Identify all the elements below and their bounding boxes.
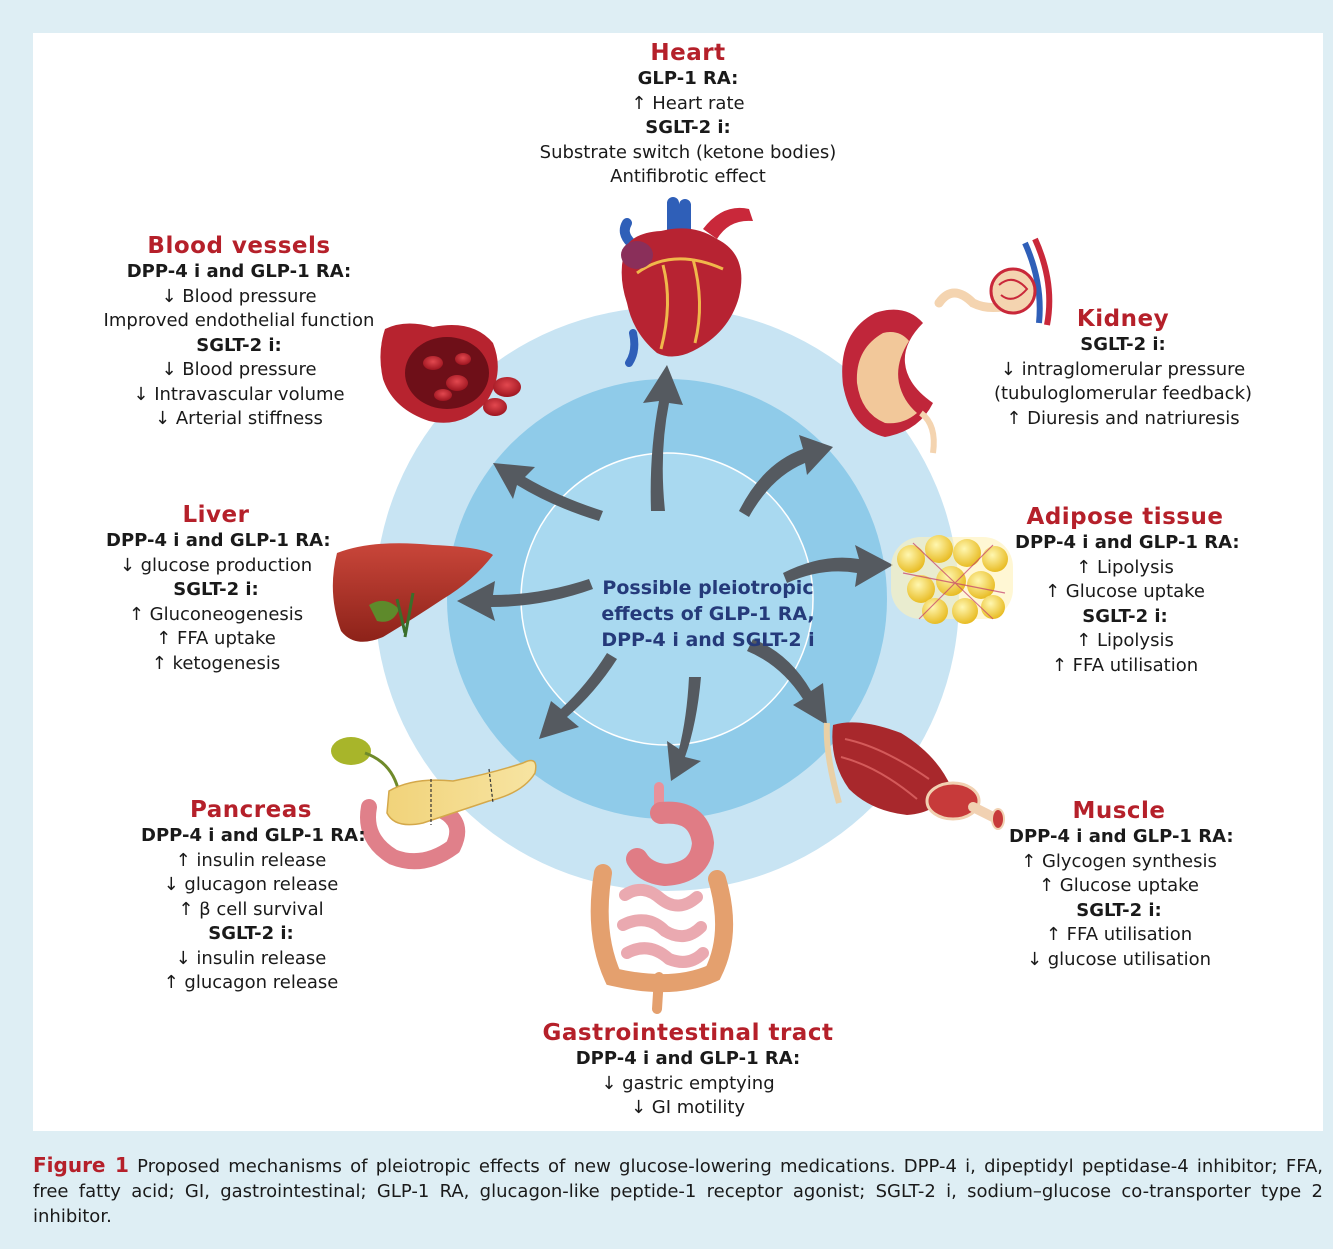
effect-line: ↑ Gluconeogenesis bbox=[106, 603, 326, 628]
effect-line: ↑ FFA utilisation bbox=[1009, 923, 1229, 948]
effect-line: ↓ glucagon release bbox=[141, 873, 361, 898]
drug-class-label: DPP-4 i and GLP-1 RA: bbox=[106, 529, 326, 554]
drug-class-label: SGLT-2 i: bbox=[106, 578, 326, 603]
caption-text: Proposed mechanisms of pleiotropic effec… bbox=[33, 1156, 1323, 1227]
effect-line: ↑ Lipolysis bbox=[1015, 556, 1235, 581]
effect-line: ↑ FFA utilisation bbox=[1015, 654, 1235, 679]
effect-line: ↑ β cell survival bbox=[141, 898, 361, 923]
effect-line: ↓ gastric emptying bbox=[533, 1072, 843, 1097]
center-line: effects of GLP-1 RA, bbox=[593, 601, 823, 627]
drug-class-label: SGLT-2 i: bbox=[99, 334, 379, 359]
effect-line: ↓ glucose utilisation bbox=[1009, 948, 1229, 973]
kidney-title: Kidney bbox=[988, 305, 1258, 333]
effect-line: Substrate switch (ketone bodies) bbox=[538, 141, 838, 166]
figure-caption: Figure 1 Proposed mechanisms of pleiotro… bbox=[33, 1153, 1323, 1229]
drug-class-label: SGLT-2 i: bbox=[1009, 899, 1229, 924]
drug-class-label: GLP-1 RA: bbox=[538, 67, 838, 92]
adipose-title: Adipose tissue bbox=[1015, 503, 1235, 531]
center-line: Possible pleiotropic bbox=[593, 575, 823, 601]
center-line: DPP-4 i and SGLT-2 i bbox=[593, 627, 823, 653]
center-label: Possible pleiotropic effects of GLP-1 RA… bbox=[593, 575, 823, 653]
heart-title: Heart bbox=[538, 39, 838, 67]
drug-class-label: SGLT-2 i: bbox=[141, 922, 361, 947]
effect-line: ↓ intraglomerular pressure bbox=[988, 358, 1258, 383]
pancreas-title: Pancreas bbox=[141, 796, 361, 824]
drug-class-label: SGLT-2 i: bbox=[1015, 605, 1235, 630]
effect-line: ↑ Lipolysis bbox=[1015, 629, 1235, 654]
caption-label: Figure 1 bbox=[33, 1153, 129, 1177]
effect-line: ↓ Arterial stiffness bbox=[99, 407, 379, 432]
drug-class-label: DPP-4 i and GLP-1 RA: bbox=[1009, 825, 1229, 850]
effect-line: ↑ Glucose uptake bbox=[1015, 580, 1235, 605]
drug-class-label: SGLT-2 i: bbox=[988, 333, 1258, 358]
drug-class-label: DPP-4 i and GLP-1 RA: bbox=[1015, 531, 1235, 556]
effect-line: ↑ Heart rate bbox=[538, 92, 838, 117]
effect-line: ↑ Diuresis and natriuresis bbox=[988, 407, 1258, 432]
adipose-illustration bbox=[891, 535, 1013, 624]
drug-class-label: DPP-4 i and GLP-1 RA: bbox=[141, 824, 361, 849]
effect-line: ↑ glucagon release bbox=[141, 971, 361, 996]
effect-line: ↑ ketogenesis bbox=[106, 652, 326, 677]
effect-line: (tubuloglomerular feedback) bbox=[988, 382, 1258, 407]
drug-class-label: DPP-4 i and GLP-1 RA: bbox=[99, 260, 379, 285]
effect-line: ↓ Blood pressure bbox=[99, 285, 379, 310]
effect-line: ↓ GI motility bbox=[533, 1096, 843, 1121]
effect-line: Improved endothelial function bbox=[99, 309, 379, 334]
effect-line: ↑ FFA uptake bbox=[106, 627, 326, 652]
effect-line: ↓ glucose production bbox=[106, 554, 326, 579]
liver-title: Liver bbox=[106, 501, 326, 529]
effect-line: Antifibrotic effect bbox=[538, 165, 838, 190]
effect-line: ↑ Glucose uptake bbox=[1009, 874, 1229, 899]
effect-line: ↓ Blood pressure bbox=[99, 358, 379, 383]
drug-class-label: SGLT-2 i: bbox=[538, 116, 838, 141]
effect-line: ↓ insulin release bbox=[141, 947, 361, 972]
effect-line: ↓ Intravascular volume bbox=[99, 383, 379, 408]
drug-class-label: DPP-4 i and GLP-1 RA: bbox=[533, 1047, 843, 1072]
muscle-title: Muscle bbox=[1009, 797, 1229, 825]
effect-line: ↑ Glycogen synthesis bbox=[1009, 850, 1229, 875]
gi-title: Gastrointestinal tract bbox=[533, 1019, 843, 1047]
blood-vessels-title: Blood vessels bbox=[99, 232, 379, 260]
effect-line: ↑ insulin release bbox=[141, 849, 361, 874]
